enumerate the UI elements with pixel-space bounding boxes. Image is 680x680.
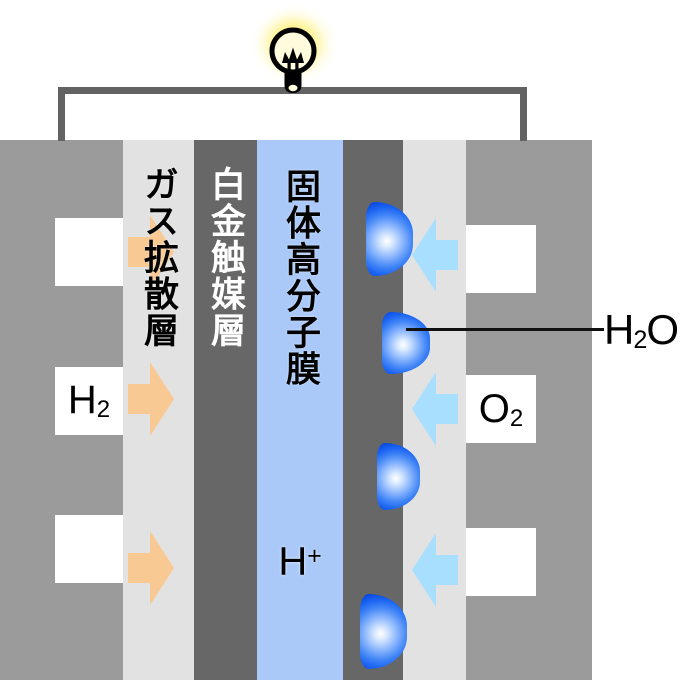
- catalyst-layer-label: 白金触媒層: [205, 166, 245, 349]
- h2-arrow-icon: [128, 215, 174, 289]
- gas-channel-right-2: [466, 375, 536, 443]
- h2-arrow-icon: [128, 362, 174, 436]
- bulb-filament: [282, 47, 304, 63]
- gas-channel-right-1: [466, 225, 536, 293]
- layer-polymer-membrane: [257, 140, 343, 680]
- layer-catalyst-left: [194, 140, 257, 680]
- o2-arrow-icon: [412, 533, 458, 607]
- o2-label: O2: [478, 387, 524, 432]
- h2o-label: H2O: [604, 306, 679, 355]
- h-plus-label: H+: [278, 539, 322, 584]
- light-bulb-icon: [269, 27, 317, 93]
- gas-channel-left-2: [55, 367, 123, 435]
- gas-channel-right-3: [466, 528, 536, 596]
- gas-diffusion-layer-label: ガス拡散層: [138, 166, 178, 349]
- circuit-wire-left: [58, 87, 65, 141]
- membrane-label: 固体高分子膜: [280, 168, 320, 387]
- gas-channel-left-3: [55, 515, 123, 583]
- o2-arrow-icon: [412, 218, 458, 292]
- gas-channel-left-1: [55, 218, 123, 286]
- h2-label: H2: [67, 378, 111, 423]
- h2o-pointer-line: [406, 328, 604, 331]
- o2-arrow-icon: [412, 372, 458, 446]
- h2-arrow-icon: [128, 531, 174, 605]
- circuit-wire-right: [520, 87, 527, 141]
